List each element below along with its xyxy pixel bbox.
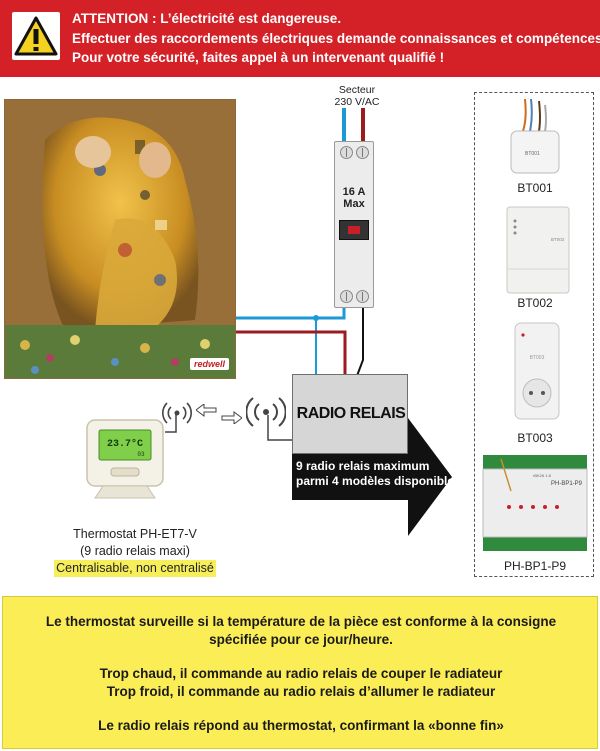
relais-info-line-2: parmi 4 modèles disponibles <box>296 474 461 488</box>
thermostat-display-small: 03 <box>137 451 145 458</box>
relais-arrow <box>292 418 452 536</box>
product-label-bt002: BT002 <box>517 296 553 310</box>
mains-label: Secteur 230 V/AC <box>322 84 392 108</box>
bt003-plug-marking: BT003 <box>530 355 545 361</box>
radiator-blue-wire <box>236 307 346 320</box>
product-label-ph-bp1-p9: PH-BP1-P9 <box>503 559 567 573</box>
ph-bp1-p9-module-image: PH-BP1-P9 rBK26 1.8 <box>482 455 588 551</box>
thermostat-caption: Thermostat PH-ET7-V (9 radio relais maxi… <box>40 526 230 577</box>
radiator-red-wire <box>236 330 347 380</box>
thermostat-image: 23.7°C 03 <box>86 419 164 499</box>
thermostat-capacity: (9 radio relais maxi) <box>80 544 190 558</box>
bt001-module-image: BT001 <box>510 99 560 174</box>
info-line-3: Trop chaud, il commande au radio relais … <box>99 666 503 681</box>
screw-icon <box>356 146 369 159</box>
breaker-rating-amps: 16 A <box>342 186 366 198</box>
info-line-5: Le radio relais répond au thermostat, co… <box>98 718 504 733</box>
ph-bp1-p9-code: rBK26 1.8 <box>533 473 552 478</box>
screw-icon <box>356 290 369 303</box>
breaker-rating-max: Max <box>343 198 365 210</box>
info-box: Le thermostat surveille si la températur… <box>2 596 598 749</box>
product-label-bt003: BT003 <box>517 431 553 445</box>
switch-black-wire <box>354 307 364 382</box>
info-line-2: spécifiée pour ce jour/heure. <box>209 632 393 647</box>
thermostat-radio-signal-icon <box>162 402 192 424</box>
bt002-module-image: BT002 <box>506 206 570 294</box>
warning-line-3: Pour votre sécurité, faites appel à un i… <box>72 50 445 65</box>
warning-line-2: Effectuer des raccordements électriques … <box>72 30 600 46</box>
brand-logo: redwell <box>189 358 229 370</box>
thermostat-mode-highlight: Centralisable, non centralisé <box>54 560 216 577</box>
painting-radiator-image: redwell <box>4 99 236 379</box>
breaker-switch <box>339 220 369 240</box>
bt003-plug-image: BT003 <box>514 322 560 420</box>
warning-banner: ATTENTION : L’électricité est dangereuse… <box>0 0 600 77</box>
bt001-module-marking: BT001 <box>525 151 540 157</box>
relais-info-line-1: 9 radio relais maximum <box>296 459 430 473</box>
product-label-bt001: BT001 <box>517 181 553 195</box>
warning-triangle-icon <box>12 12 60 60</box>
thermostat-display-temp: 23.7°C <box>107 438 143 450</box>
screw-icon <box>340 290 353 303</box>
relais-info: 9 radio relais maximum parmi 4 modèles d… <box>296 459 461 489</box>
bt002-module-marking: BT002 <box>551 237 565 242</box>
breaker-rating: 16 A Max <box>339 186 369 210</box>
products-panel: BT001 BT001 BT002 BT002 BT003 BT003 PH-B… <box>474 92 594 577</box>
thermostat-name: Thermostat PH-ET7-V <box>73 527 197 541</box>
info-line-1: Le thermostat surveille si la températur… <box>45 614 557 629</box>
radio-relais-box: RADIO RELAIS <box>292 374 408 454</box>
ph-bp1-p9-marking: PH-BP1-P9 <box>551 481 583 487</box>
info-line-4: Trop froid, il commande au radio relais … <box>106 684 496 699</box>
mains-label-voltage: 230 V/AC <box>334 96 380 108</box>
circuit-breaker: 16 A Max <box>334 141 374 308</box>
relais-radio-signal-icon <box>246 397 286 427</box>
warning-line-1: ATTENTION : L’électricité est dangereuse… <box>72 11 342 26</box>
radio-relais-title: RADIO RELAIS <box>296 405 406 422</box>
mains-label-title: Secteur <box>338 84 376 96</box>
bidirectional-arrow-icon <box>196 404 242 424</box>
screw-icon <box>340 146 353 159</box>
